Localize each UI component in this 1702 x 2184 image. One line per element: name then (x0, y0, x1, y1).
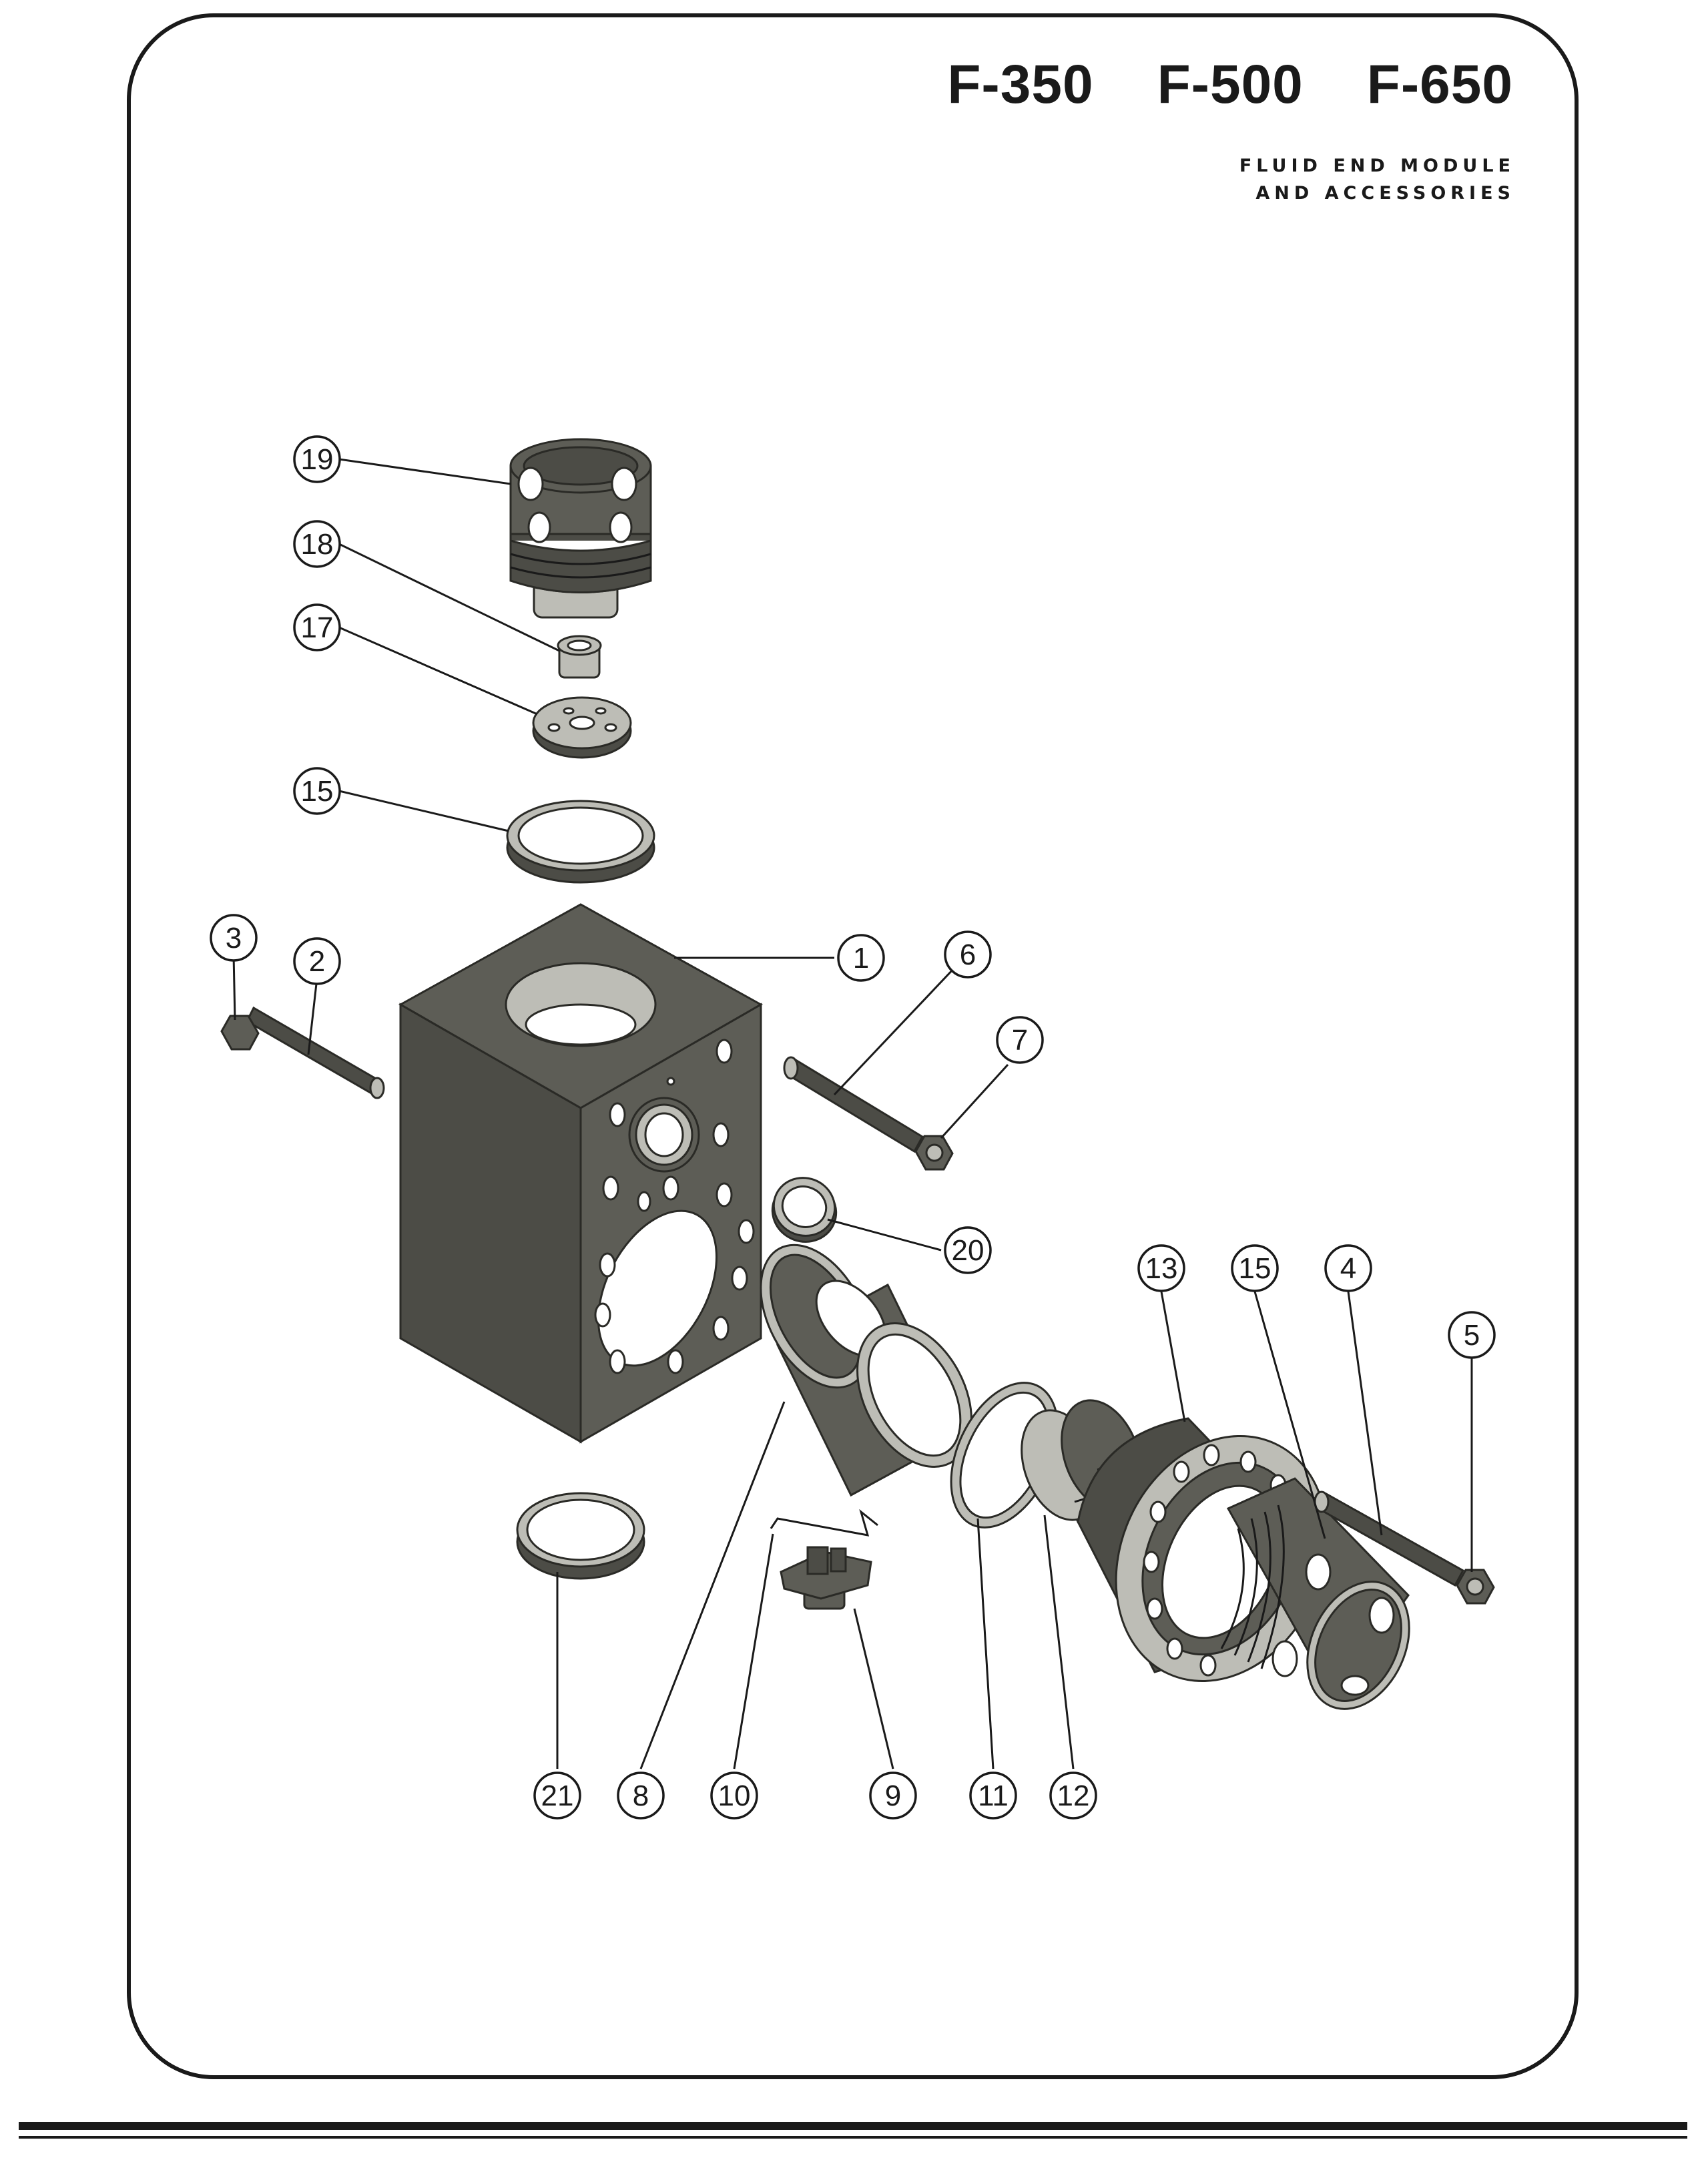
callout-label: 19 (301, 443, 334, 476)
page-frame (127, 13, 1579, 2079)
part-stud-left (220, 1006, 385, 1099)
part-valve-plate (532, 696, 632, 759)
part-bolt-far-right (1314, 1490, 1495, 1605)
callout-2: 2 (293, 937, 341, 985)
callout-label: 2 (309, 945, 325, 978)
callout-11: 11 (969, 1771, 1017, 1820)
callout-label: 13 (1145, 1252, 1178, 1285)
callout-label: 21 (541, 1780, 574, 1812)
callout-13: 13 (1137, 1244, 1185, 1292)
part-bushing (557, 635, 602, 679)
callout-9: 9 (869, 1771, 917, 1820)
part-seal-ring-top (506, 800, 655, 884)
part-small-seal (771, 1177, 838, 1243)
callout-label: 18 (301, 528, 334, 561)
callout-label: 15 (301, 775, 334, 808)
callout-label: 7 (1012, 1024, 1028, 1057)
footer-rule-thin (19, 2136, 1687, 2139)
part-liner (760, 1244, 972, 1497)
callout-label: 17 (301, 611, 334, 644)
callout-3: 3 (210, 914, 258, 962)
callout-20: 20 (944, 1226, 992, 1274)
document-subtitle: FLUID END MODULE AND ACCESSORIES (1239, 152, 1515, 207)
part-cover-retainer (509, 438, 652, 619)
callout-21: 21 (533, 1771, 581, 1820)
callout-19: 19 (293, 435, 341, 483)
callout-17: 17 (293, 603, 341, 651)
callout-label: 10 (718, 1780, 751, 1812)
callout-label: 8 (633, 1780, 649, 1812)
callout-label: 3 (226, 922, 242, 954)
part-valve-guide (780, 1546, 872, 1610)
model-title: F-650 (1366, 54, 1513, 115)
model-titles: F-350 F-500 F-650 (884, 53, 1513, 116)
callout-label: 4 (1340, 1252, 1356, 1285)
model-title: F-500 (1157, 54, 1304, 115)
model-title: F-350 (947, 54, 1094, 115)
leader-lines (232, 458, 1473, 1769)
callout-12: 12 (1049, 1771, 1097, 1820)
callout-8: 8 (617, 1771, 665, 1820)
footer-rule-thick (19, 2122, 1687, 2130)
callout-7: 7 (996, 1016, 1044, 1064)
callout-1: 1 (837, 934, 885, 982)
callout-label: 15 (1239, 1252, 1271, 1285)
callout-5: 5 (1448, 1311, 1496, 1359)
part-seal-ring-bottom (516, 1492, 645, 1580)
callout-label: 6 (960, 938, 976, 971)
callout-4: 4 (1324, 1244, 1372, 1292)
callout-18: 18 (293, 520, 341, 568)
callout-label: 5 (1464, 1319, 1480, 1352)
part-module-body (398, 903, 764, 1444)
part-threaded-retainer (1220, 1477, 1410, 1710)
callout-label: 1 (853, 942, 869, 975)
subtitle-line: AND ACCESSORIES (1255, 183, 1515, 204)
callout-10: 10 (710, 1771, 758, 1820)
callout-label: 12 (1057, 1780, 1090, 1812)
callout-label: 9 (885, 1780, 901, 1812)
part-stud-right (783, 1056, 954, 1171)
subtitle-line: FLUID END MODULE (1239, 156, 1515, 176)
callout-label: 11 (978, 1780, 1009, 1812)
callout-6: 6 (944, 930, 992, 979)
part-spring-clip (770, 1509, 878, 1537)
callout-label: 20 (952, 1234, 984, 1267)
callout-15-top: 15 (293, 767, 341, 815)
callout-15-right: 15 (1231, 1244, 1279, 1292)
